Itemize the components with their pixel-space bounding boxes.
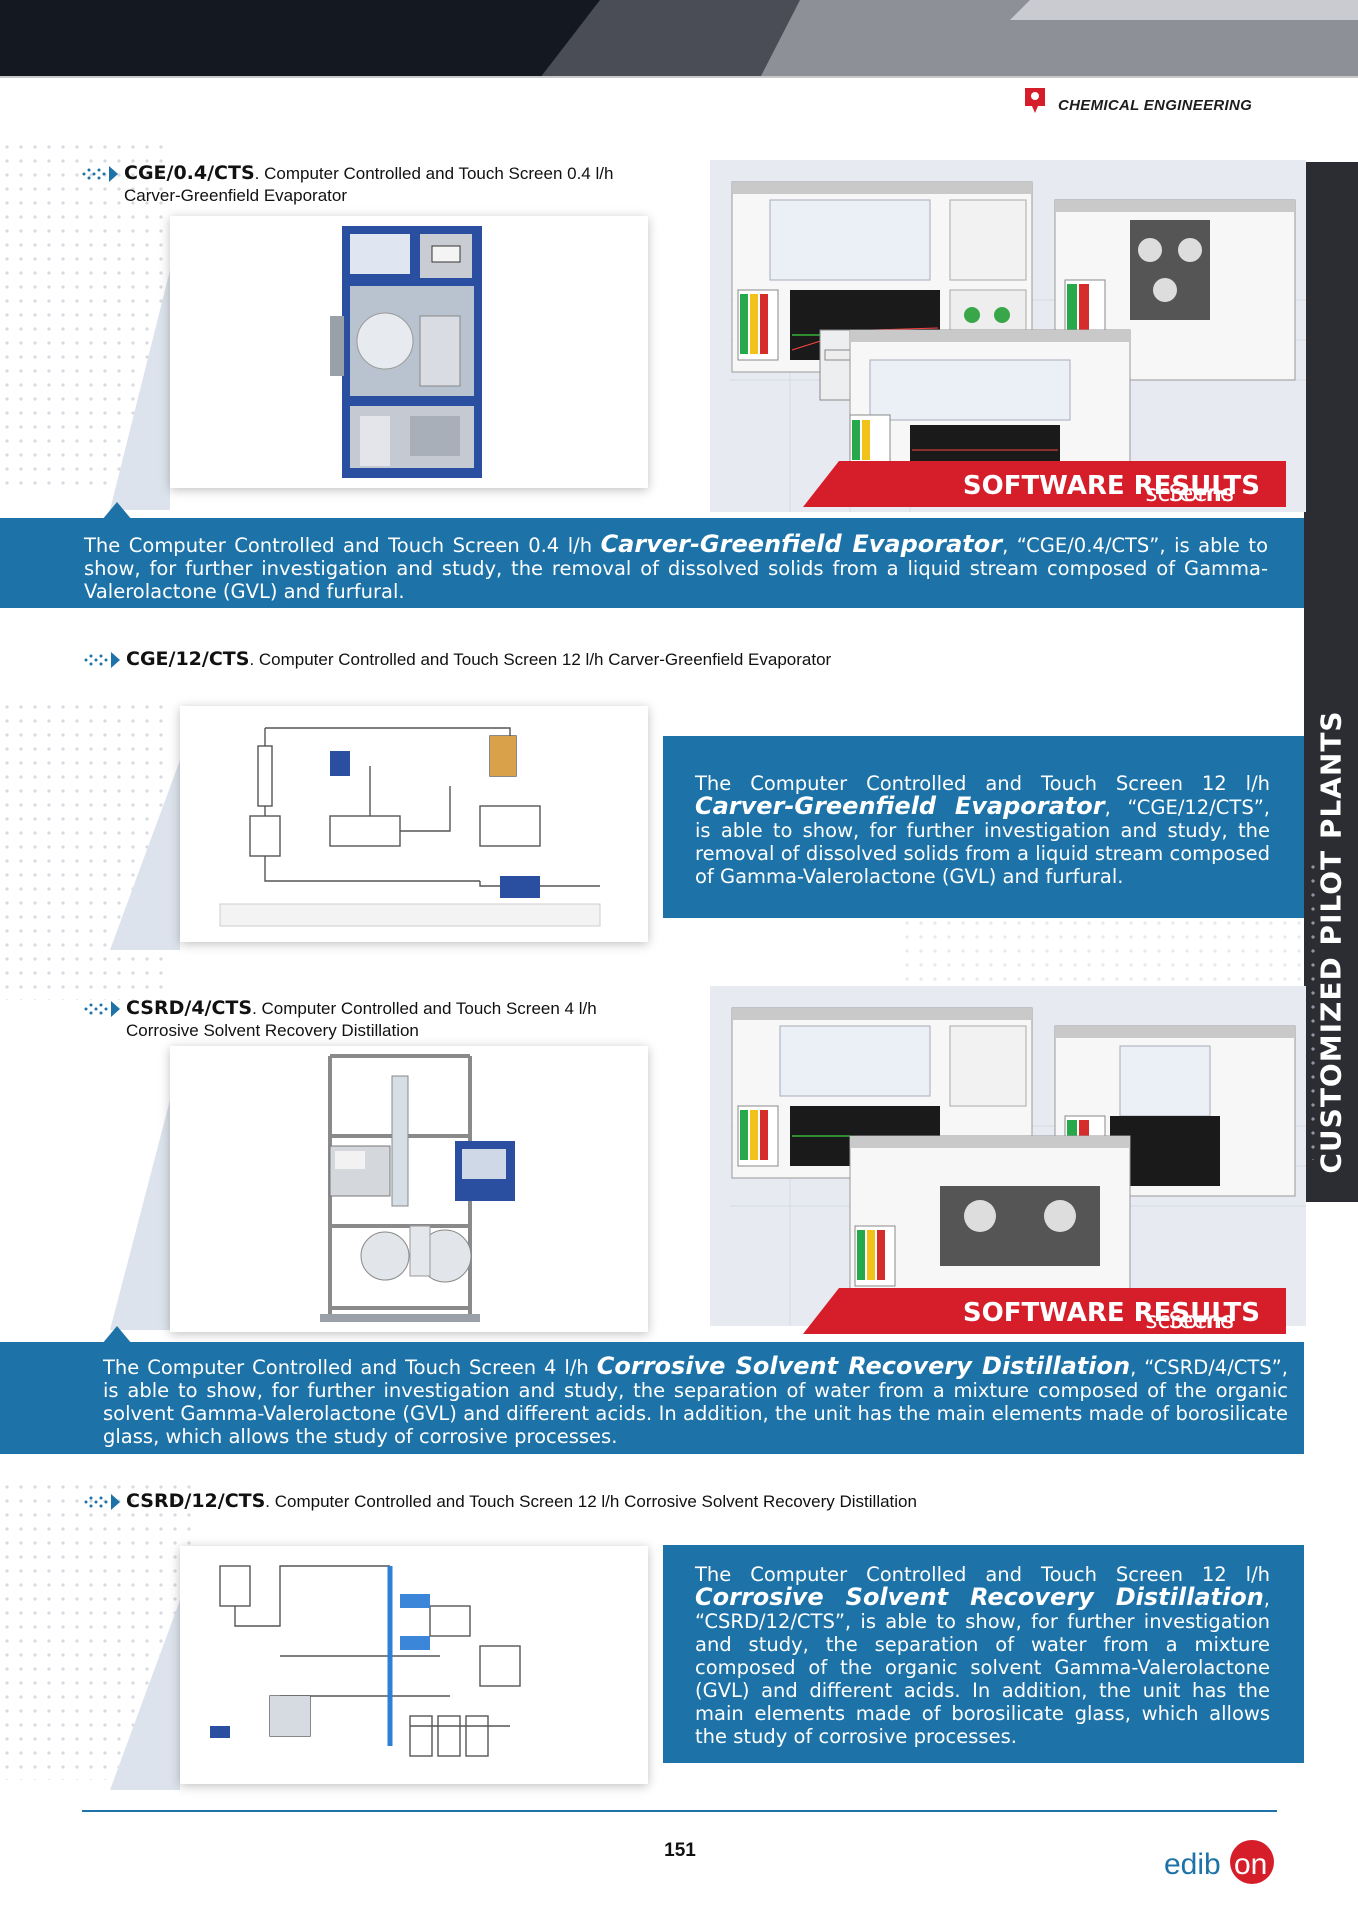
product-photo (170, 216, 648, 488)
page-number: 151 (664, 1840, 696, 1861)
software-screens (710, 160, 1306, 512)
product-code: CSRD/4/CTS (126, 997, 253, 1019)
product-title: . Computer Controlled and Touch Screen 4… (126, 999, 597, 1040)
footer-rule (82, 1810, 1277, 1812)
product-photo (170, 1046, 648, 1332)
product-code: CSRD/12/CTS (126, 1490, 266, 1512)
process-diagram (180, 1546, 648, 1784)
dot-pattern (0, 700, 170, 1000)
edibon-logo: edib on (1164, 1840, 1274, 1884)
section-arrow-icon (84, 1494, 120, 1510)
product-heading: CSRD/12/CTS. Computer Controlled and Tou… (84, 1490, 1026, 1513)
process-diagram (180, 706, 648, 942)
header-band (0, 0, 1358, 78)
svg-text:edib: edib (1164, 1848, 1221, 1881)
section-label: CHEMICAL ENGINEERING (1058, 97, 1253, 114)
product-title: . Computer Controlled and Touch Screen 1… (265, 1492, 917, 1511)
software-results-label: Some SOFTWARE RESULTS screens (803, 461, 1286, 507)
location-pin-icon (1025, 88, 1045, 113)
svg-text:on: on (1234, 1848, 1267, 1881)
product-description: The Computer Controlled and Touch Screen… (663, 736, 1304, 918)
product-code: CGE/0.4/CTS (124, 162, 255, 184)
product-heading: CGE/0.4/CTS. Computer Controlled and Tou… (82, 162, 664, 207)
product-description: The Computer Controlled and Touch Screen… (663, 1545, 1304, 1763)
product-description: The Computer Controlled and Touch Screen… (0, 1342, 1304, 1454)
product-title: . Computer Controlled and Touch Screen 1… (249, 650, 832, 669)
product-description: The Computer Controlled and Touch Screen… (0, 518, 1304, 608)
decor-triangle (110, 1100, 170, 1330)
software-results-label: Some SOFTWARE RESULTS screens (803, 1288, 1286, 1334)
product-title: . Computer Controlled and Touch Screen 0… (124, 164, 614, 205)
software-screens (710, 986, 1306, 1326)
section-arrow-icon (84, 652, 120, 668)
product-code: CGE/12/CTS (126, 648, 250, 670)
section-arrow-icon (84, 1001, 120, 1017)
section-arrow-icon (82, 166, 118, 182)
product-heading: CSRD/4/CTS. Computer Controlled and Touc… (84, 997, 664, 1042)
product-heading: CGE/12/CTS. Computer Controlled and Touc… (84, 648, 1026, 671)
